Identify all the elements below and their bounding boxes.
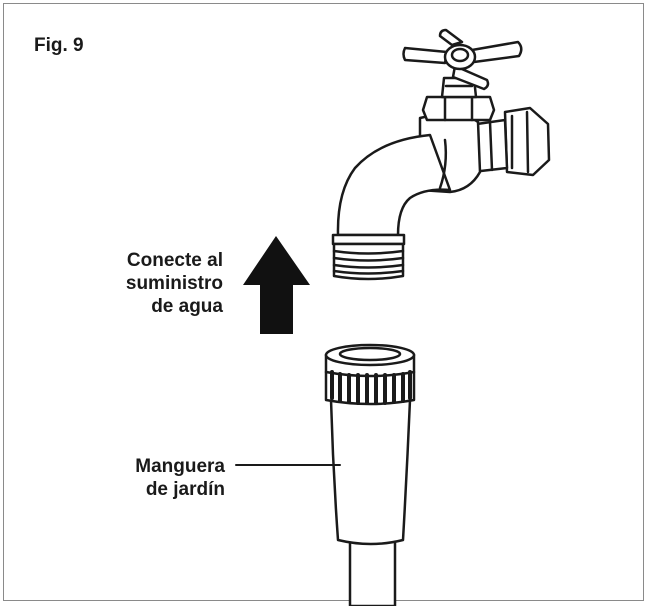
up-arrow-icon <box>243 236 310 334</box>
hose-pipe <box>348 538 397 606</box>
garden-hose-label-line-1: Manguera <box>135 456 225 477</box>
hose-sleeve <box>329 398 412 546</box>
figure-frame <box>3 3 644 601</box>
garden-hose-icon <box>324 343 416 606</box>
faucet-handle-left <box>402 46 449 65</box>
water-supply-label-line-2: suministro <box>125 273 223 294</box>
figure-label: Fig. 9 <box>34 35 84 56</box>
faucet-handle-back <box>438 28 464 47</box>
faucet-spout <box>336 133 452 237</box>
garden-hose-label-line-2: de jardín <box>145 479 225 500</box>
garden-hose-label: Manguera de jardín <box>135 455 225 501</box>
faucet-handle-front <box>451 64 490 91</box>
water-supply-label-line-3: de agua <box>151 296 223 317</box>
faucet-bonnet-nut <box>421 95 496 122</box>
faucet-icon <box>331 28 551 281</box>
faucet-handle-right <box>470 40 523 64</box>
water-supply-label-line-1: Conecte al <box>126 250 223 271</box>
water-supply-label: Conecte al suministro de agua <box>126 249 223 318</box>
